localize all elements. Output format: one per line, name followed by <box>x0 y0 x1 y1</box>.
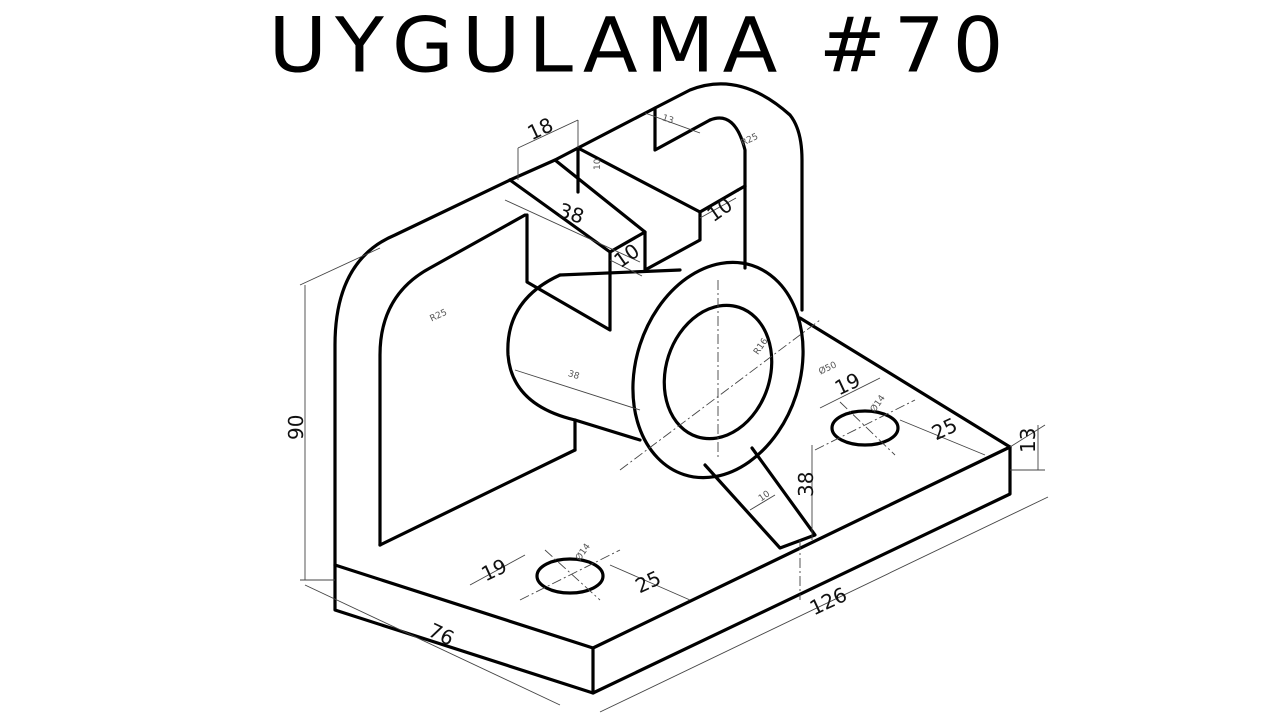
dim-height: 90 <box>284 415 308 440</box>
dim-top-slot: 13 <box>661 113 675 126</box>
dim-rib-thick: 10 <box>757 489 772 504</box>
dim-hole-right-offset: 19 <box>831 368 864 401</box>
dim-plate-thick: 13 <box>1016 428 1040 453</box>
dim-depth: 76 <box>425 618 458 651</box>
drawing-title: UYGULAMA #70 <box>268 1 1012 90</box>
dim-top-width: 18 <box>524 113 557 146</box>
dim-outer-dia: Ø50 <box>817 359 839 377</box>
dim-cyl-length: 38 <box>566 369 580 382</box>
dim-left-radius: R25 <box>429 308 449 325</box>
dim-hole-left-offset: 19 <box>477 554 510 587</box>
dim-slot-depth: 10 <box>593 158 603 170</box>
rib <box>703 446 817 550</box>
dim-top-radius: R25 <box>740 132 760 149</box>
base-plate <box>333 316 1012 695</box>
dim-hole-left-dia: Ø14 <box>573 541 593 563</box>
dim-hole-left-dist: 25 <box>631 566 664 599</box>
dim-rib-height: 38 <box>794 472 818 497</box>
holes <box>535 409 900 595</box>
dim-back-depth: 38 <box>555 198 587 229</box>
dim-hole-right-dist: 25 <box>928 413 961 446</box>
dim-slot-right: 10 <box>702 192 737 226</box>
cylinder <box>506 260 805 480</box>
back-wall <box>333 178 577 567</box>
slotted-block <box>508 82 804 332</box>
center-lines <box>519 280 916 601</box>
dim-slot-left: 10 <box>609 238 644 272</box>
dimension-lines <box>299 112 1049 713</box>
dim-hole-right-dia: Ø14 <box>868 393 888 415</box>
